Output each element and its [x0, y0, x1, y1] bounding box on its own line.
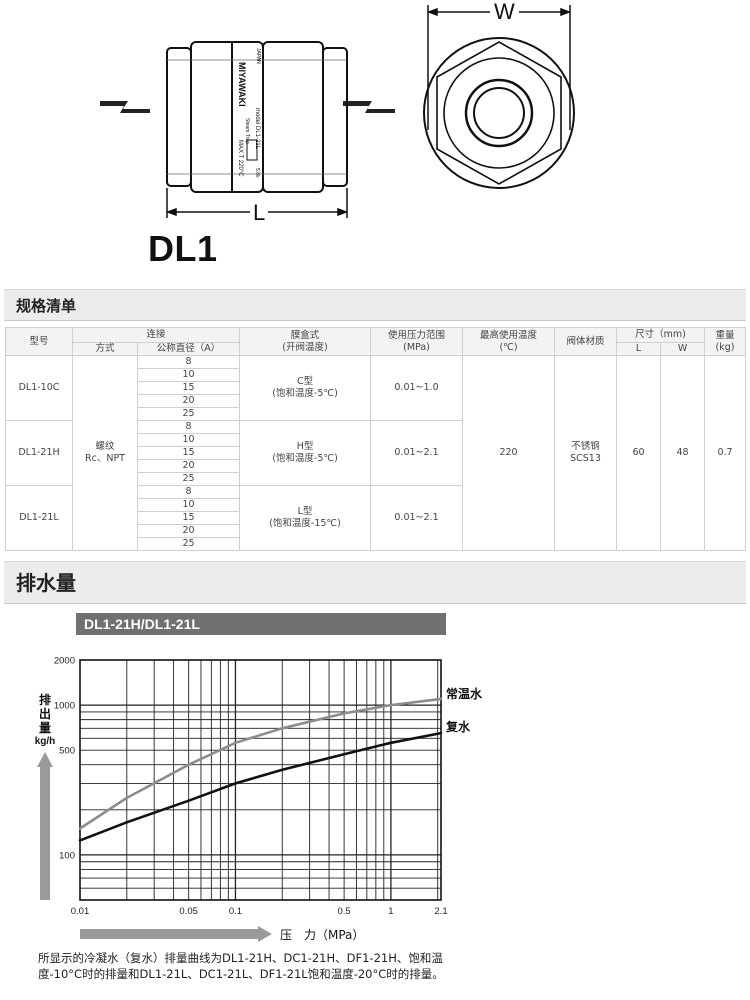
spec-table: 型号 连接 膜盒式(开阀温度) 使用压力范围(MPa) 最高使用温度(℃) 阀体…	[5, 327, 747, 551]
size-cell: 8	[136, 420, 241, 434]
body-marking-text: model DL1-21L	[254, 108, 260, 150]
header-max-temp: 最高使用温度(℃)	[462, 327, 556, 356]
x-tick-label: 0.01	[71, 906, 90, 917]
outlet-flow-arrow	[343, 101, 395, 113]
trap-side-view	[166, 41, 348, 193]
size-cell: 25	[136, 407, 241, 421]
body-marking-text: Steam Trap	[244, 118, 250, 144]
row-model: DL1-21H	[5, 420, 73, 486]
header-model: 型号	[5, 327, 73, 356]
body-marking-text: 5.8k	[254, 168, 260, 178]
dimension-W-label: W	[490, 0, 519, 25]
body-marking-text: MIYAWAKI	[237, 62, 247, 107]
y-tick-label: 500	[59, 746, 75, 757]
size-cell: 8	[136, 485, 241, 499]
body-marking-text: MAX T 220°C	[237, 140, 243, 177]
x-tick-label: 2.1	[434, 906, 447, 917]
trap-end-view	[423, 37, 575, 189]
y-axis-arrow-shaft	[40, 766, 50, 900]
header-dimension: 尺寸（mm)	[616, 327, 706, 343]
row-model: DL1-10C	[5, 355, 73, 421]
pressure-cell: 0.01~2.1	[370, 485, 464, 551]
size-cell: 10	[136, 433, 241, 447]
dim-W-cell: 48	[660, 355, 706, 551]
y-axis-unit: kg/h	[35, 736, 56, 747]
pressure-cell: 0.01~2.1	[370, 420, 464, 486]
header-material: 阀体材质	[554, 327, 618, 356]
inlet-flow-arrow	[100, 101, 150, 113]
size-cell: 8	[136, 355, 241, 369]
size-cell: 20	[136, 459, 241, 473]
row-model: DL1-21L	[5, 485, 73, 551]
size-cell: 25	[136, 537, 241, 551]
header-connection-size: 公称直径（A）	[136, 342, 241, 356]
chart-banner: DL1-21H/DL1-21L	[76, 613, 446, 635]
y-axis-label: 出	[39, 706, 51, 721]
product-drawing: MIYAWAKI JAPAN Steam Trap model DL1-21L …	[100, 5, 575, 218]
size-cell: 20	[136, 394, 241, 408]
series-line-normal-water	[78, 697, 443, 830]
series-label: 常温水	[446, 686, 483, 701]
y-tick-label: 100	[59, 850, 75, 861]
y-axis-label: 排	[39, 692, 51, 707]
size-cell: 10	[136, 498, 241, 512]
header-connection: 连接	[71, 327, 241, 343]
x-axis-arrow-head	[258, 926, 272, 942]
y-axis-arrow-head	[37, 752, 53, 767]
size-cell: 20	[136, 524, 241, 538]
bellows-cell: L型(饱和温度-15℃)	[239, 485, 372, 551]
bellows-cell: H型(饱和温度-5℃)	[239, 420, 372, 486]
x-axis-label: 压 力（MPa）	[280, 928, 364, 942]
y-axis-label: 量	[39, 721, 51, 735]
header-dim-W: W	[660, 342, 706, 356]
max-temp-cell: 220	[462, 355, 556, 551]
x-axis-arrow-shaft	[80, 929, 260, 939]
spec-section-title: 规格清单	[4, 289, 746, 321]
y-tick-label: 2000	[54, 656, 75, 667]
size-cell: 15	[136, 446, 241, 460]
model-title: DL1	[148, 228, 218, 269]
bellows-cell: C型(饱和温度-5℃)	[239, 355, 372, 421]
header-pressure-range: 使用压力范围(MPa)	[370, 327, 464, 356]
series-label: 复水	[445, 719, 471, 734]
x-tick-label: 0.5	[338, 906, 351, 917]
flow-section-title: 排水量	[4, 561, 746, 604]
size-cell: 15	[136, 381, 241, 395]
x-tick-label: 0.05	[179, 906, 198, 917]
pressure-cell: 0.01~1.0	[370, 355, 464, 421]
series-line-return-water	[78, 731, 443, 842]
dimension-L-label: L	[250, 200, 269, 226]
size-cell: 10	[136, 368, 241, 382]
size-cell: 25	[136, 472, 241, 486]
body-marking-text: JAPAN	[255, 48, 261, 64]
header-dim-L: L	[616, 342, 662, 356]
weight-cell: 0.7	[704, 355, 747, 551]
header-bellows: 膜盒式(开阀温度)	[239, 327, 372, 356]
dim-L-cell: 60	[616, 355, 662, 551]
x-tick-label: 1	[388, 906, 393, 917]
body-markings: MIYAWAKI JAPAN Steam Trap model DL1-21L …	[237, 48, 261, 178]
header-weight: 重量(kg)	[704, 327, 747, 356]
y-tick-label: 1000	[54, 701, 75, 712]
x-tick-label: 0.1	[229, 906, 242, 917]
header-connection-method: 方式	[72, 342, 138, 356]
size-cell: 15	[136, 511, 241, 525]
plot-frame	[79, 659, 442, 901]
chart-caption: 所显示的冷凝水（复水）排量曲线为DL1-21H、DC1-21H、DF1-21H、…	[38, 951, 444, 981]
